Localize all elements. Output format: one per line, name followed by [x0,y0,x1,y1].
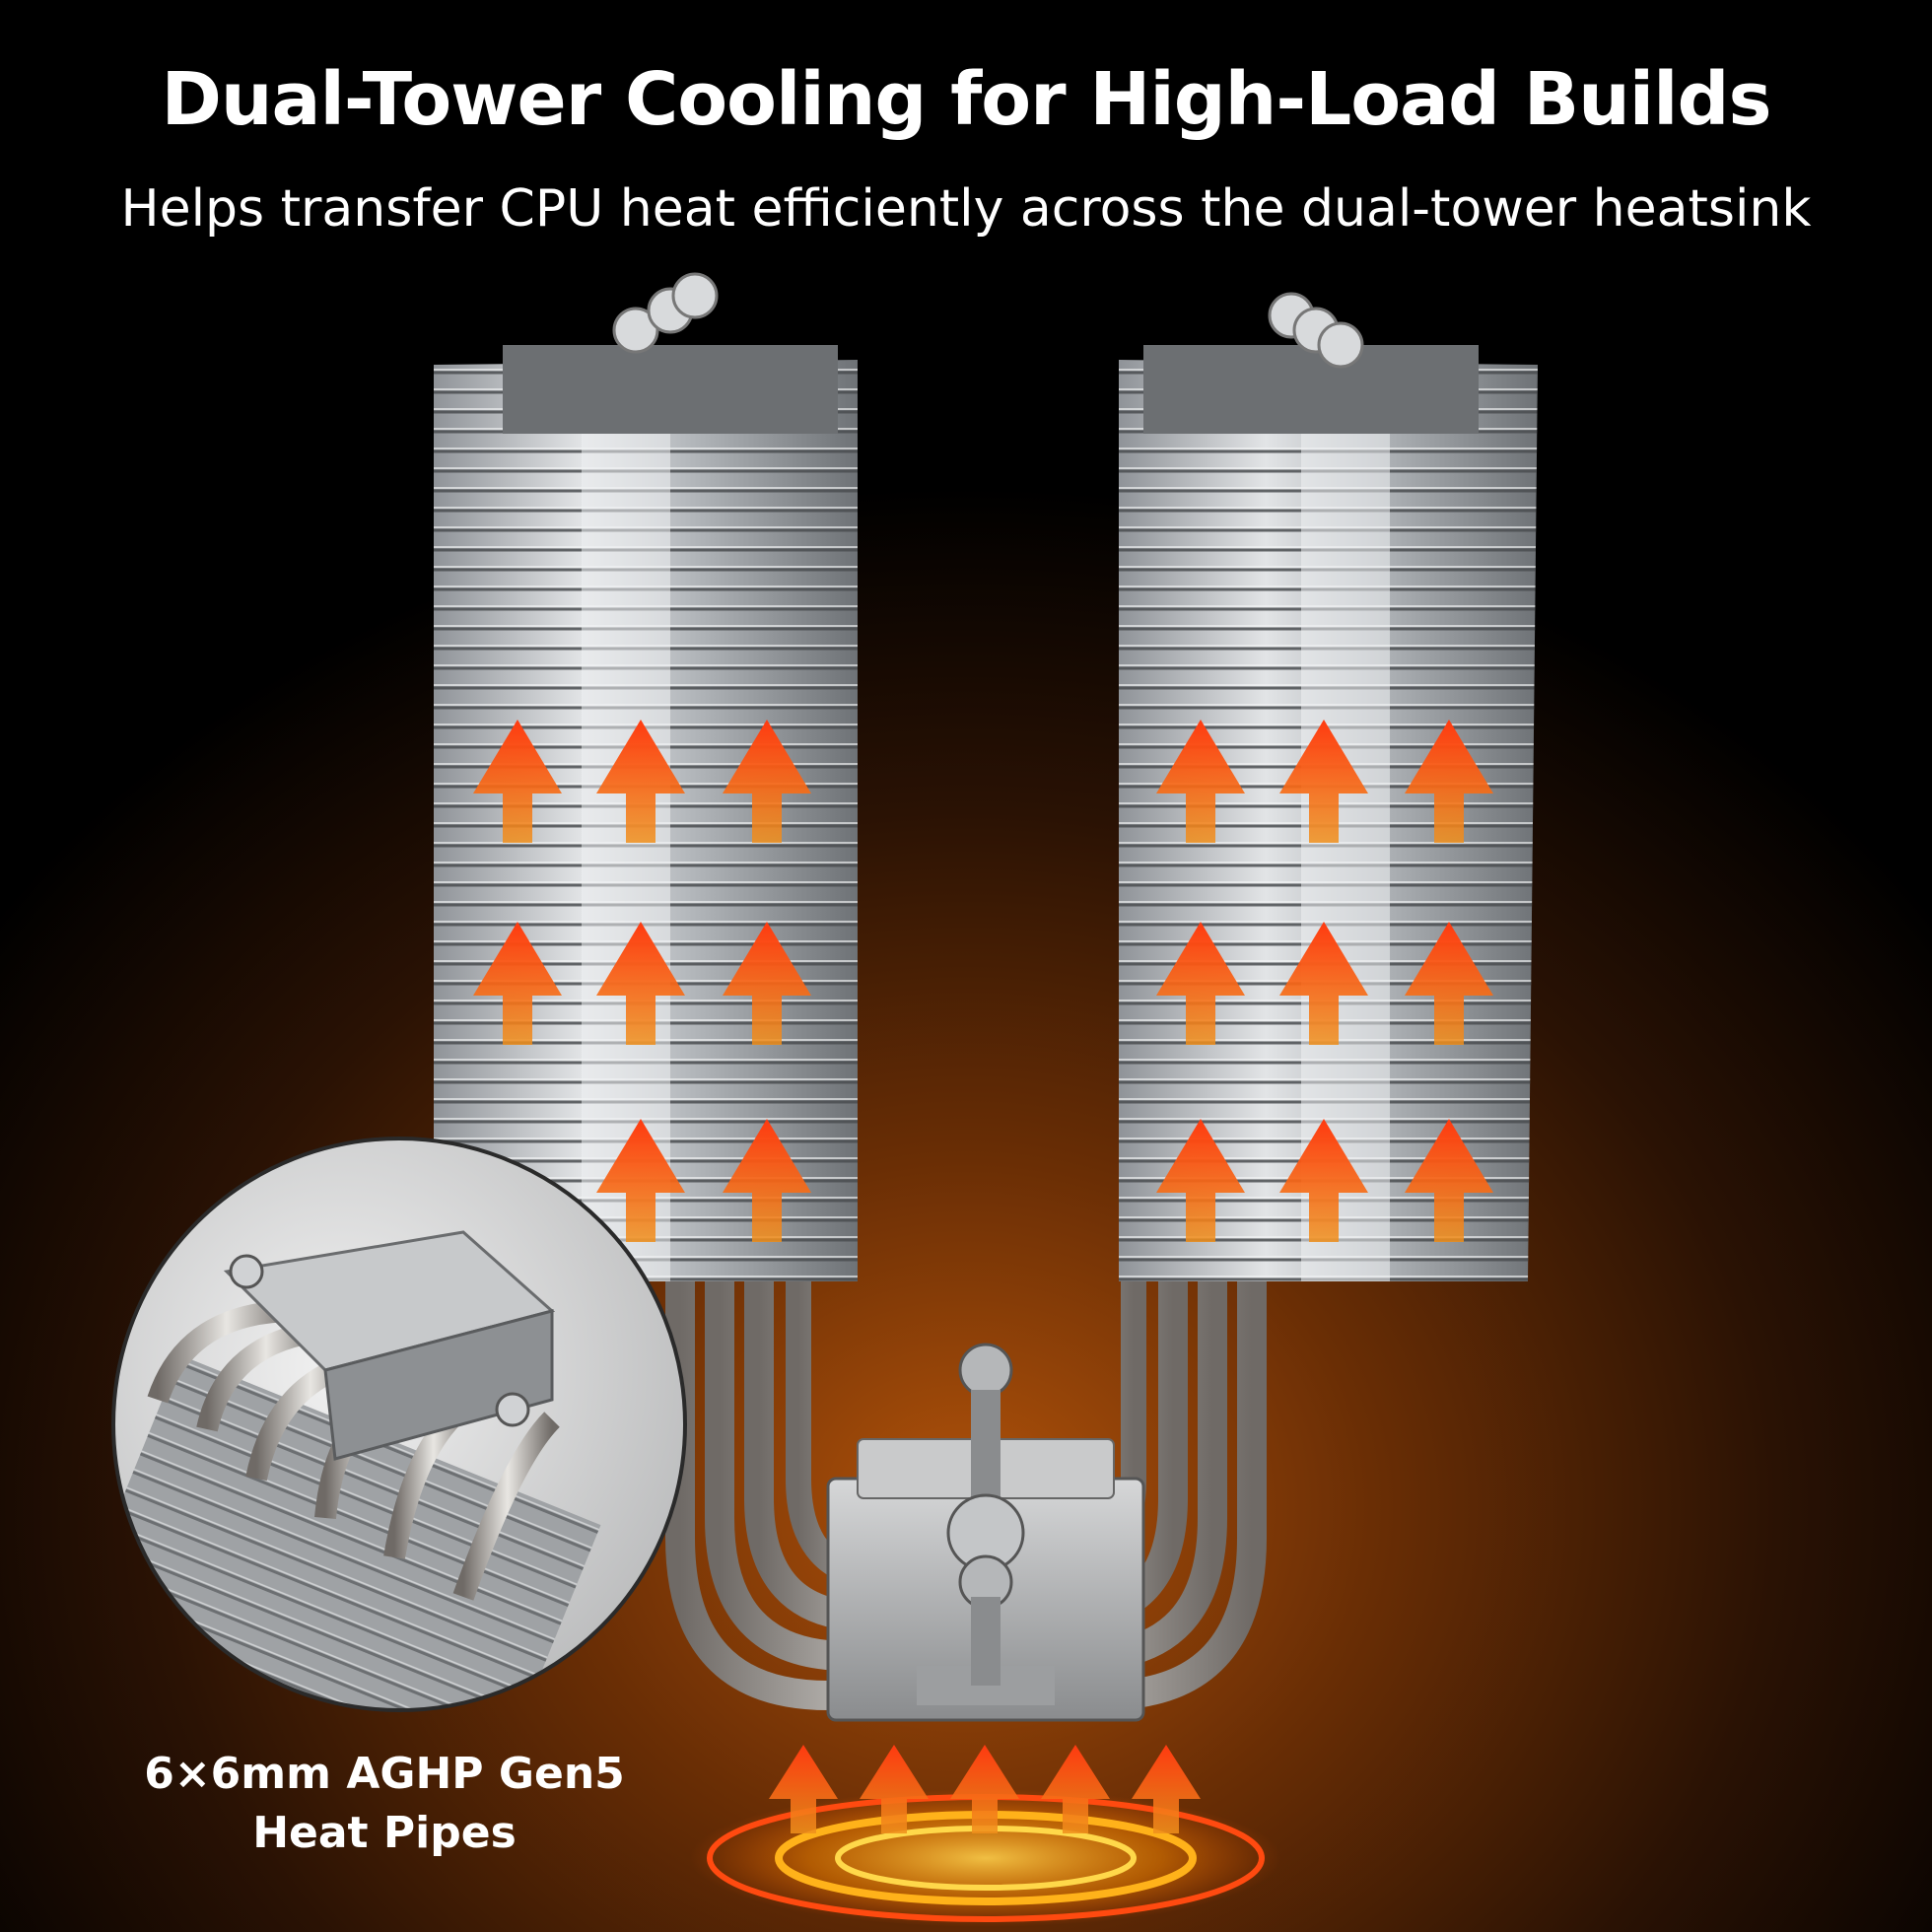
screw-icon [495,1392,530,1427]
screw-icon [958,1343,1013,1398]
heat-pipe-caption: 6×6mm AGHP Gen5 Heat Pipes [99,1745,670,1863]
screw-icon [229,1254,264,1289]
heat-pipe-closeup-inset [111,1137,687,1712]
caption-line-2: Heat Pipes [252,1808,517,1858]
page-title: Dual-Tower Cooling for High-Load Builds [161,57,1771,142]
base-heat-arrows [769,1745,1201,1833]
heat-arrow-icon [473,720,562,843]
heat-flow-arrows [473,720,1493,1242]
caption-line-1: 6×6mm AGHP Gen5 [144,1749,625,1799]
page-subtitle: Helps transfer CPU heat efficiently acro… [120,179,1812,239]
cpu-contact-base [826,1343,1145,1722]
